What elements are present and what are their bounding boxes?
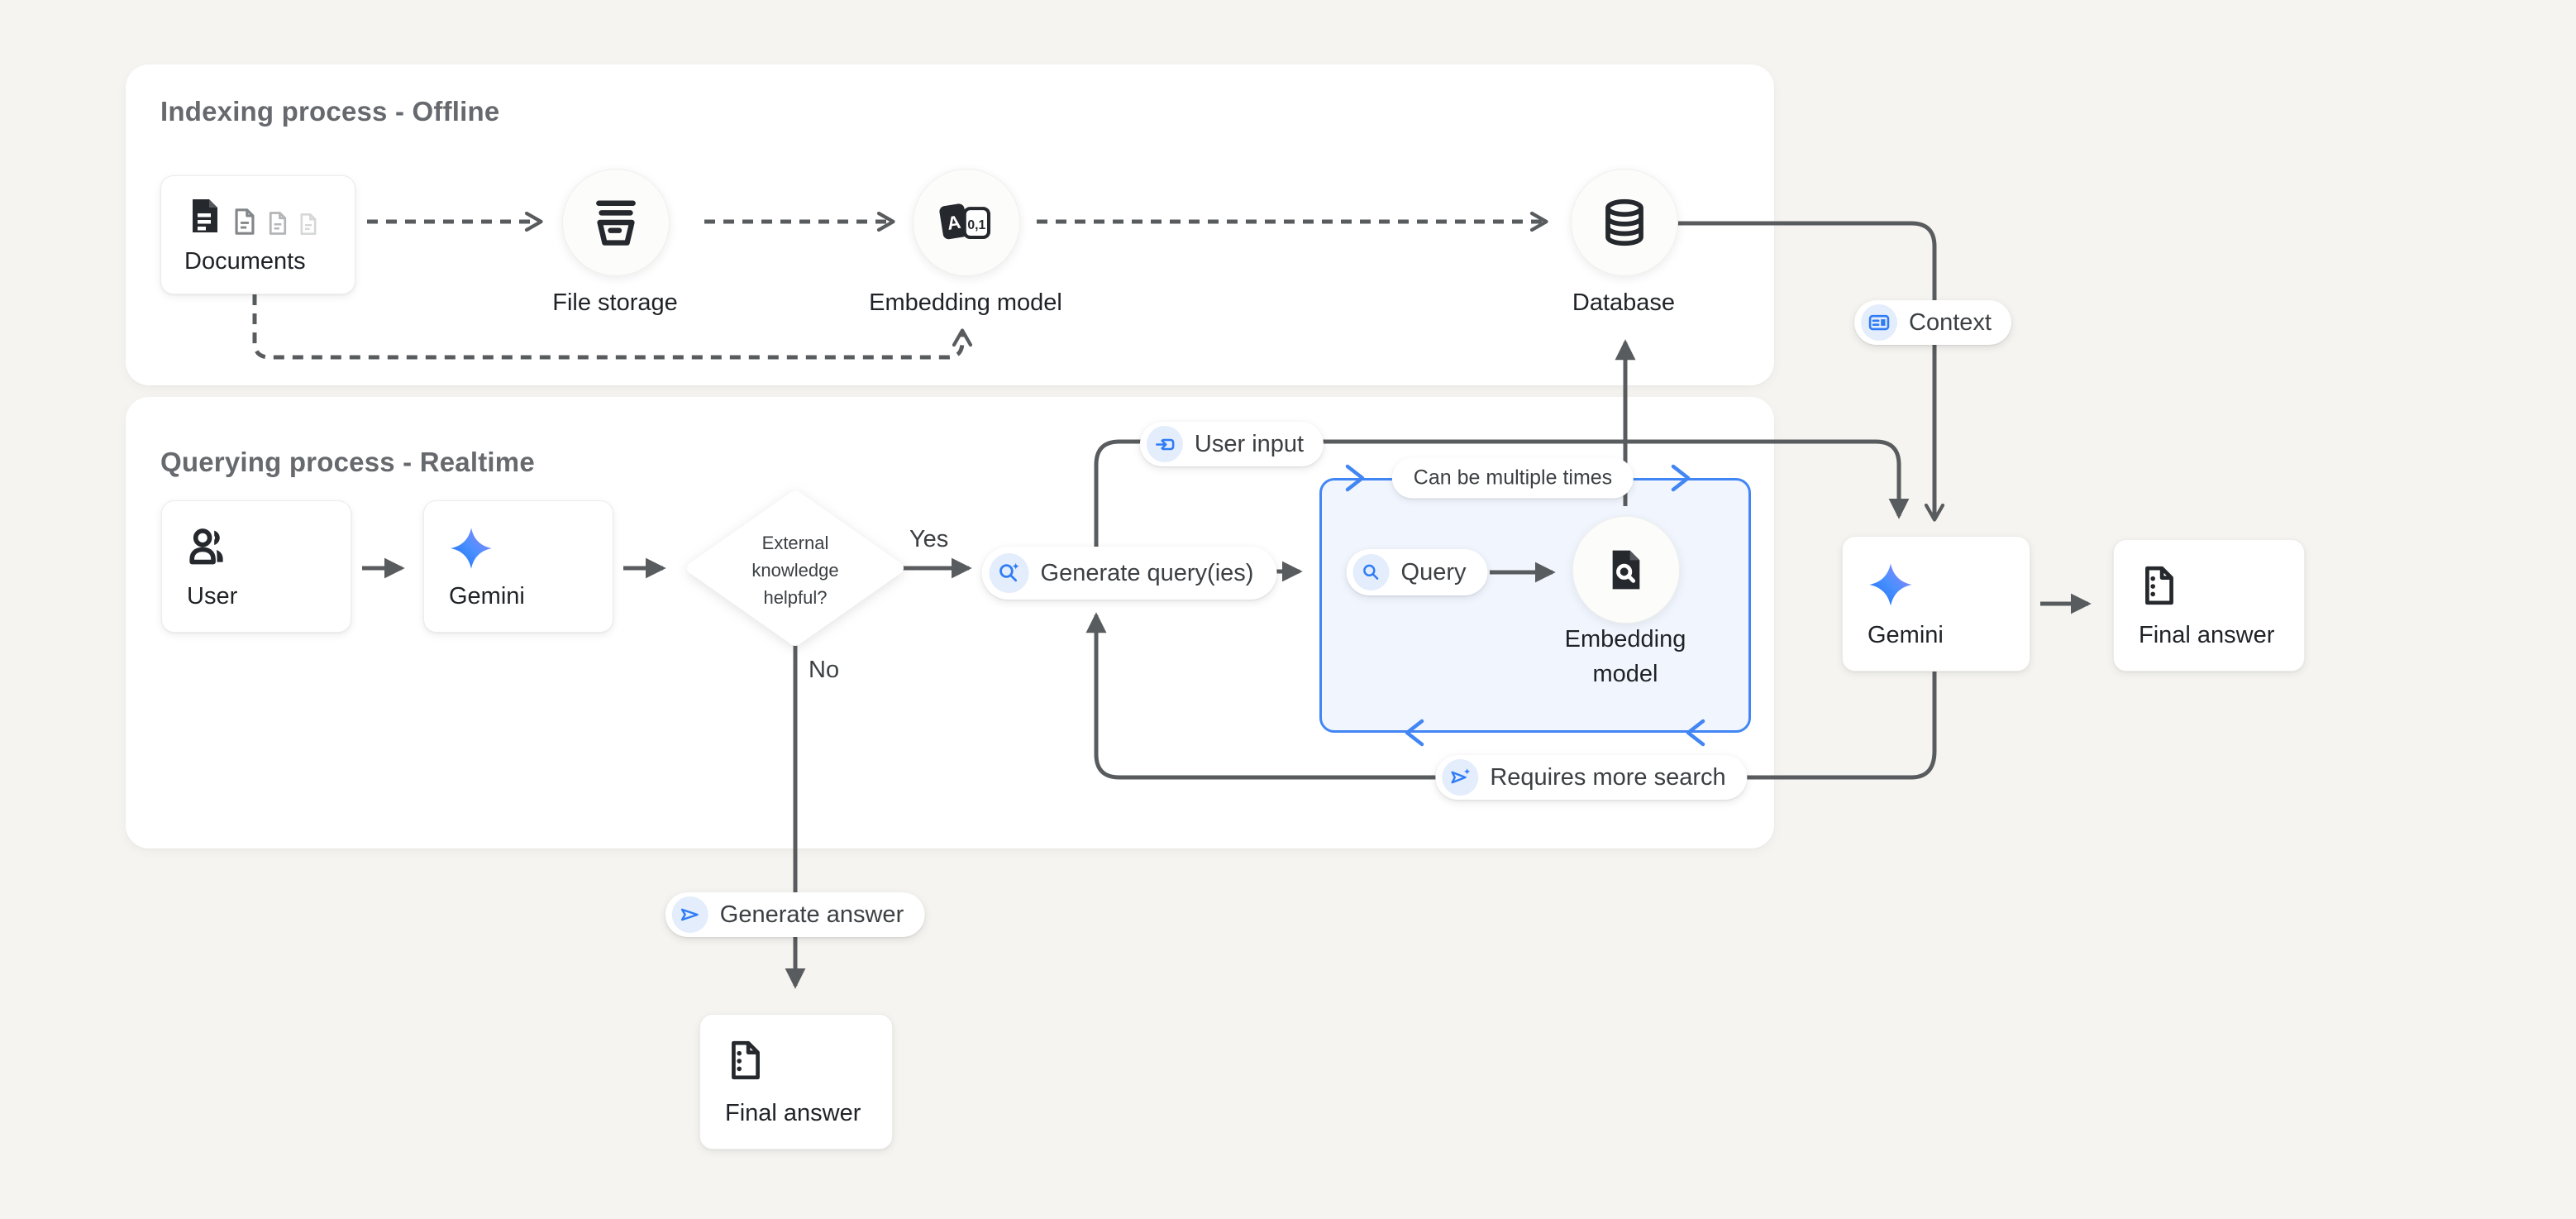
- database-label: Database: [1572, 289, 1676, 316]
- svg-text:A: A: [946, 212, 962, 234]
- context-field-icon: [1861, 304, 1898, 341]
- retrieval-loop-box: [1319, 478, 1751, 733]
- answer-document-icon: [2145, 566, 2173, 605]
- gemini-star-icon: [1869, 563, 1912, 606]
- document-search-icon: [1612, 550, 1640, 590]
- send-icon: [671, 896, 708, 933]
- input-arrow-icon: [1146, 426, 1183, 462]
- context-label: Context: [1909, 308, 1992, 336]
- gemini-node: Gemini: [423, 500, 613, 633]
- user-input-label: User input: [1194, 430, 1305, 457]
- search-icon: [1352, 554, 1390, 590]
- yes-label: Yes: [909, 526, 949, 552]
- generate-answer-badge: Generate answer: [665, 892, 926, 937]
- requires-more-search-badge: Requires more search: [1435, 755, 1748, 800]
- send-spark-icon: [1442, 759, 1479, 796]
- query-embedding-model-label: Embedding model: [1564, 626, 1686, 688]
- user-node: User: [161, 500, 351, 633]
- decision-label: External knowledge helpful?: [751, 533, 839, 608]
- indexing-title: Indexing process - Offline: [160, 96, 500, 127]
- database-node: [1571, 169, 1678, 276]
- people-icon: [189, 528, 223, 565]
- query-label: Query: [1400, 558, 1467, 586]
- documents-icon: [184, 196, 333, 236]
- documents-node: Documents: [160, 175, 355, 294]
- storage-bucket-icon: [596, 200, 636, 246]
- gemini-label: Gemini: [449, 583, 525, 610]
- generate-query-label: Generate query(ies): [1040, 559, 1254, 586]
- final-answer-bottom-node: Final answer: [699, 1014, 893, 1150]
- embedding-model-label: Embedding model: [869, 289, 1062, 316]
- user-label: User: [187, 583, 238, 610]
- loop-label: Can be multiple times: [1391, 457, 1634, 499]
- context-badge: Context: [1854, 300, 2011, 345]
- database-cylinder-icon: [1605, 198, 1643, 246]
- final-answer-right-node: Final answer: [2113, 539, 2305, 672]
- querying-title: Querying process - Realtime: [160, 447, 535, 477]
- user-input-badge: User input: [1139, 422, 1324, 466]
- svg-text:0,1: 0,1: [967, 218, 985, 232]
- query-step: Query: [1346, 549, 1488, 595]
- final-answer-bottom-label: Final answer: [725, 1100, 861, 1126]
- generate-answer-label: Generate answer: [719, 901, 904, 928]
- text-to-numbers-a01-icon: A 0,1: [939, 203, 991, 240]
- generate-query-step: Generate query(ies): [981, 547, 1277, 600]
- final-answer-right-label: Final answer: [2139, 622, 2275, 648]
- gemini-star-icon: [451, 528, 492, 569]
- file-storage-node: [562, 169, 670, 276]
- documents-label: Documents: [184, 248, 306, 275]
- gemini-right-node: Gemini: [1842, 536, 2030, 672]
- no-label: No: [809, 657, 840, 683]
- search-spark-icon: [989, 553, 1029, 593]
- file-storage-label: File storage: [552, 289, 678, 316]
- query-embedding-model-node: [1572, 516, 1680, 624]
- embedding-model-node: A 0,1: [913, 169, 1020, 276]
- answer-document-icon: [732, 1040, 760, 1080]
- gemini-right-label: Gemini: [1868, 622, 1944, 648]
- requires-more-search-label: Requires more search: [1490, 763, 1726, 791]
